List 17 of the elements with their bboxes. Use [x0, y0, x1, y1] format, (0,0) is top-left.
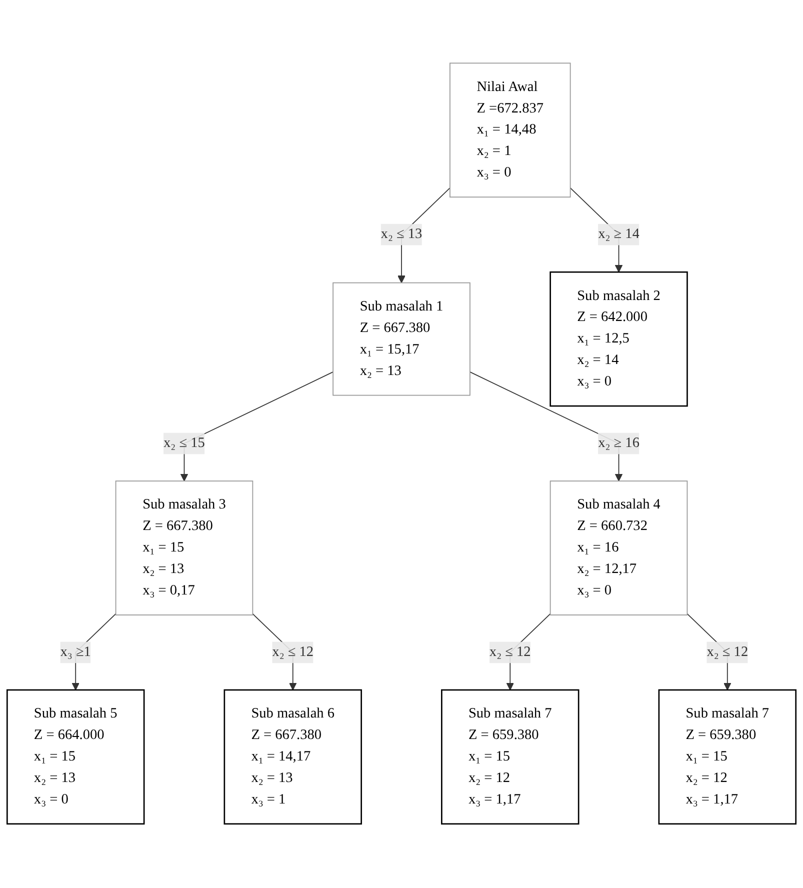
- edge-label: x₂ ≤ 13: [380, 227, 422, 242]
- node-box: Sub masalah 2 Z = 642.000 x₁ = 12,5 x₂ = 14 x₃ = 0: [550, 272, 688, 408]
- node-box: Sub masalah 4 Z = 660.732 x₁ = 16 x₂ = 12,17 x₃ = 0: [550, 481, 688, 616]
- node-box: Sub masalah 3 Z = 667.380 x₁ = 15 x₂ = 13 x₃ = 0,17: [115, 481, 254, 616]
- edge-label: x₂ ≤ 15: [164, 436, 205, 452]
- node-box: Sub masalah 1 Z = 667.380 x₁ = 15,17 x₂ = 13: [332, 282, 470, 396]
- node-box: Sub masalah 5 Z = 664.000 x₁ = 15 x₂ = 13 x₃ = 0: [6, 690, 145, 826]
- edge-label: x₂ ≤ 12: [706, 644, 748, 660]
- node-box: Nilai Awal Z =672.837 x₁ = 14,48 x₂ = 1 x₃ = 0: [450, 63, 571, 198]
- edge-label: x₂ ≥ 14: [598, 227, 640, 242]
- node-box: Sub masalah 7 Z = 659.380 x₁ = 15 x₂ = 12 x₃ = 1,17: [441, 690, 580, 826]
- edge-label: x₂ ≤ 12: [272, 644, 314, 660]
- edge-label: x₂ ≤ 12: [489, 644, 531, 660]
- edge-label: x₃ ≥1: [60, 644, 91, 660]
- node-box: Sub masalah 6 Z = 667.380 x₁ = 14,17 x₂ = 13 x₃ = 1: [224, 690, 362, 826]
- edge-label: x₂ ≥ 16: [598, 436, 640, 452]
- node-box: Sub masalah 7 Z = 659.380 x₁ = 15 x₂ = 12 x₃ = 1,17: [658, 690, 797, 826]
